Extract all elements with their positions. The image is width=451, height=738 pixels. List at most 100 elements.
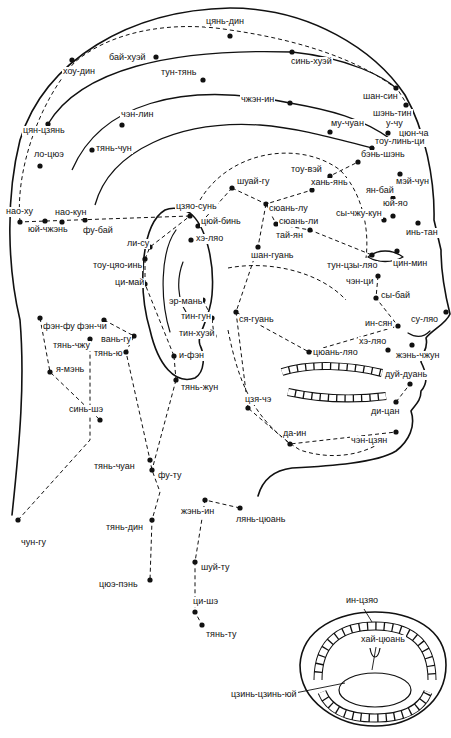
- point-label: цзинь-цзинь-юй: [230, 690, 298, 699]
- acupoint-dot: [59, 219, 64, 224]
- acupoint-dot: [369, 252, 374, 257]
- acupoint-dot: [89, 147, 94, 152]
- point-label: сы-бай: [380, 291, 411, 300]
- head-outline: [10, 8, 450, 515]
- point-label: хэ-ляо: [195, 234, 224, 243]
- acupoint-dot: [192, 609, 197, 614]
- acupoint-dot: [407, 381, 412, 386]
- meridian-lines: [18, 27, 410, 625]
- point-label: тоу-цяо-инь: [92, 261, 143, 270]
- acupoint-dot: [119, 122, 124, 127]
- point-label: ли-су: [126, 239, 150, 248]
- midline-meridian: [19, 27, 408, 222]
- point-label: цюань-ляо: [312, 348, 359, 357]
- acupoint-dot: [245, 405, 250, 410]
- point-label: хэ-ляо: [358, 337, 387, 346]
- point-label: ди-цан: [370, 407, 400, 416]
- point-label: шан-син: [362, 92, 399, 101]
- acupoint-dot: [287, 100, 292, 105]
- acupoint-dot: [153, 54, 158, 59]
- acupoint-dot: [443, 309, 448, 314]
- leader-line: [295, 609, 376, 693]
- acupoint-dot: [375, 273, 380, 278]
- point-label: тоу-вэй: [290, 165, 323, 174]
- point-label: сюань-лу: [268, 204, 309, 213]
- point-label: хоу-дин: [62, 67, 96, 76]
- acupoint-dot: [307, 227, 312, 232]
- teeth-row: [282, 366, 382, 373]
- acupoint-dot: [42, 218, 47, 223]
- acupoint-dot: [188, 237, 193, 242]
- point-label: хань-янь: [310, 178, 349, 187]
- point-label: нао-ху: [5, 207, 34, 216]
- teeth-arch: [322, 692, 428, 718]
- point-label: вань-гу: [100, 335, 132, 344]
- point-label: мэй-чун: [395, 177, 430, 186]
- point-label: су-ляо: [410, 315, 439, 324]
- acupoint-dot: [355, 159, 360, 164]
- acupoint-dot: [17, 219, 22, 224]
- acupoint-dot: [306, 349, 311, 354]
- acupoint-dot: [123, 349, 128, 354]
- point-label: тянь-ю: [93, 349, 123, 358]
- point-label: фэн-чи: [76, 322, 108, 331]
- point-label: я-мэнь: [55, 365, 85, 374]
- acupoint-dot: [393, 399, 398, 404]
- point-label: фу-бай: [82, 226, 114, 235]
- point-label: ся-гуань: [238, 315, 275, 324]
- point-label: шан-гуань: [250, 251, 295, 260]
- point-label: цюй-бинь: [200, 217, 242, 226]
- head-arc: [95, 124, 372, 205]
- point-label: да-ин: [282, 429, 307, 438]
- acupoint-dot: [149, 467, 154, 472]
- acupoint-dot: [233, 309, 238, 314]
- dot-layer: [15, 33, 448, 627]
- acupoint-dot: [97, 417, 102, 422]
- point-label: ци-шэ: [192, 597, 219, 606]
- point-label: тай-ян: [275, 231, 304, 240]
- acupoint-dot: [255, 244, 260, 249]
- teeth-row: [288, 392, 386, 398]
- acupoint-dot: [373, 295, 378, 300]
- point-label: ин-цзяо: [345, 596, 379, 605]
- point-label: тянь-чжу: [52, 341, 91, 350]
- acupoint-dot: [37, 163, 42, 168]
- point-label: инь-тан: [405, 228, 439, 237]
- point-label: чжэн-ин: [240, 95, 275, 104]
- point-label: юй-яо: [382, 199, 409, 208]
- acupoint-dot: [415, 220, 420, 225]
- point-label: дуй-дуань: [384, 370, 428, 379]
- point-label: синь-шэ: [68, 405, 104, 414]
- acupoint-dot: [394, 248, 399, 253]
- point-label: цин-мин: [392, 259, 428, 268]
- point-label: чэн-цзян: [350, 436, 388, 445]
- acupoint-dot: [287, 441, 292, 446]
- acupoint-dot: [69, 57, 74, 62]
- point-label: шуй-ту: [200, 563, 230, 572]
- acupoint-dot: [390, 213, 395, 218]
- acupoint-dot: [147, 457, 152, 462]
- acupoint-dot: [200, 77, 205, 82]
- point-label: тянь-жун: [180, 383, 219, 392]
- point-label: бай-хуэй: [108, 53, 147, 62]
- lips-outline: [300, 612, 446, 726]
- point-label: фу-ту: [157, 471, 183, 480]
- point-label: сюань-ли: [278, 217, 319, 226]
- point-label: тянь-дин: [105, 523, 144, 532]
- acupoint-dot: [131, 333, 136, 338]
- acupoint-dot: [149, 517, 154, 522]
- head-arc: [48, 52, 396, 124]
- acupoint-dot: [397, 171, 402, 176]
- tongue: [339, 673, 411, 707]
- teeth-row: [288, 392, 386, 398]
- point-label: цзя-чэ: [244, 395, 272, 404]
- acupoint-dot: [187, 213, 192, 218]
- point-label: синь-хуэй: [290, 57, 333, 66]
- acupoint-dot: [393, 85, 398, 90]
- acupoint-dot: [393, 429, 398, 434]
- point-label: тянь-чуан: [93, 462, 136, 471]
- point-label: тянь-чун: [95, 144, 133, 153]
- nostril: [408, 331, 430, 336]
- acupoint-dot: [403, 102, 408, 107]
